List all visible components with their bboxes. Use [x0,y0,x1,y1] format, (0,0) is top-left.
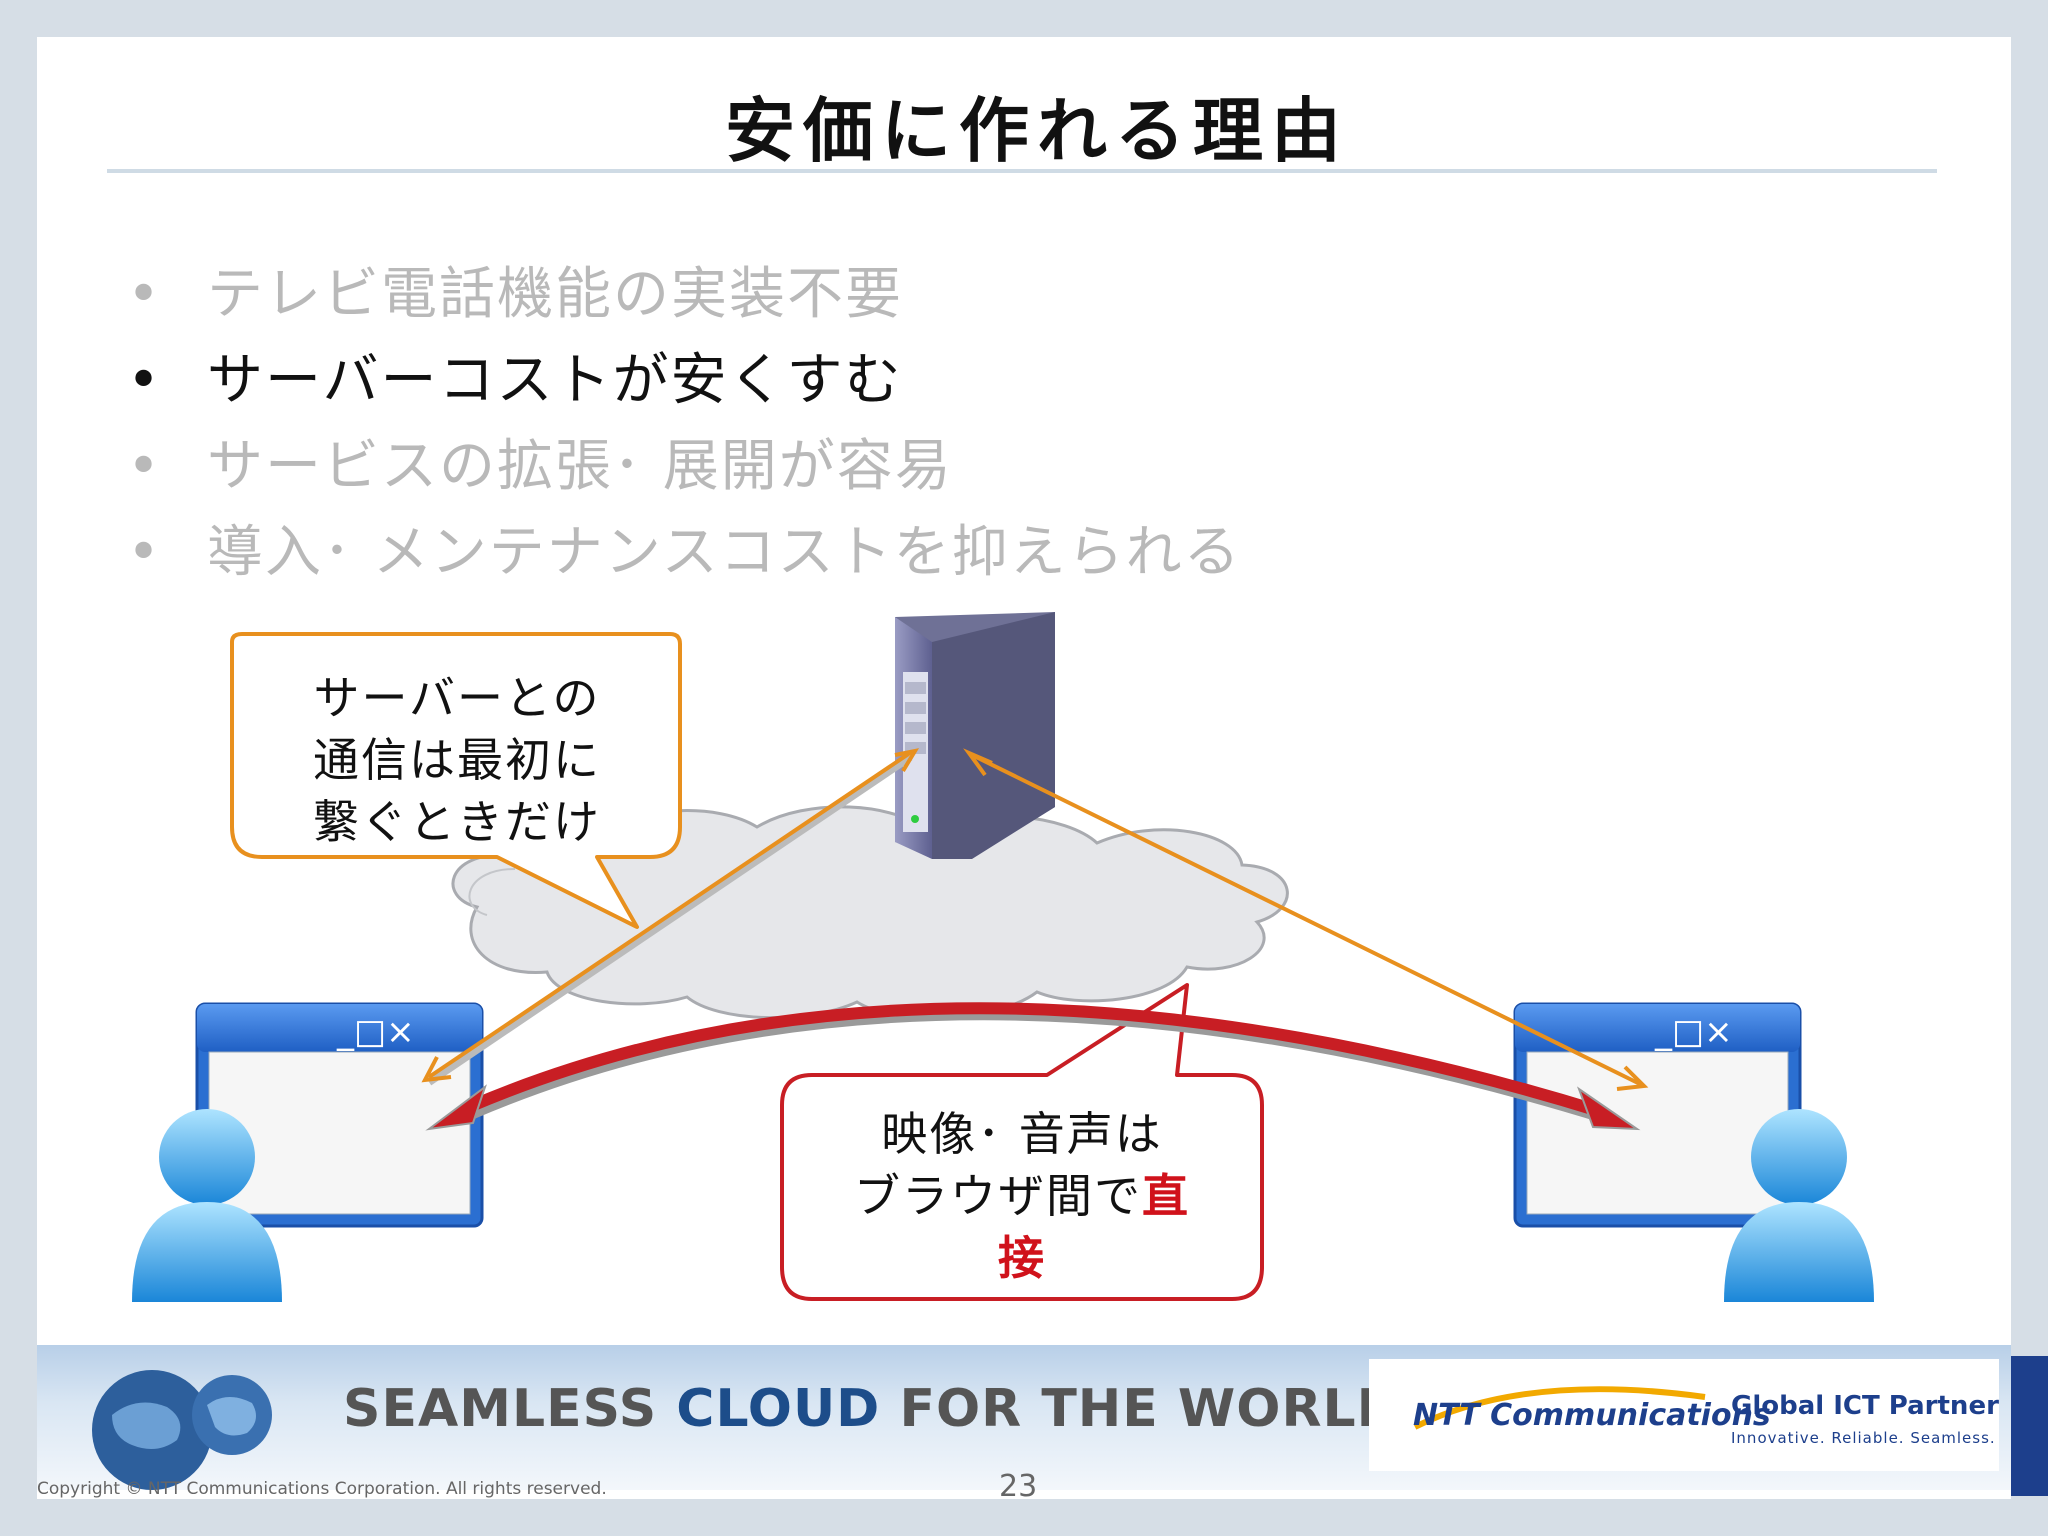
signaling-arrow-left [421,748,920,1086]
callout-right-plain: ブラウザ間で [854,1169,1142,1223]
callout-right-emphasis: 直 [1142,1169,1190,1223]
partner-subtitle: Innovative. Reliable. Seamless. [1731,1429,1996,1447]
slogan-part: FOR THE WORLD [880,1379,1401,1439]
media-arrow [425,1002,1641,1131]
callout-left-line: 繋ぐときだけ [313,795,601,849]
slide: 安価に作れる理由 • テレビ電話機能の実装不要 • サーバーコストが安くすむ • サー… [37,37,2011,1499]
bullet-symbol: • [127,262,163,327]
page-number: 23 [999,1469,1038,1499]
callout-right [780,983,1264,1301]
callout-left-line: 通信は最初に [313,733,601,787]
bullet-text: サービスの拡張･ 展開が容易 [207,434,953,499]
bullet-symbol: • [127,348,163,413]
bullet-symbol: • [127,520,163,585]
partner-title: Global ICT Partner [1731,1391,1999,1421]
globe-icon [92,1370,272,1490]
server-tower-icon [895,612,1055,859]
user-icon-left [132,1109,282,1302]
bullet-symbol: • [127,434,163,499]
window-controls-icon: _□× [336,1012,415,1052]
callout-right-line: 映像･ 音声は [881,1107,1163,1161]
ntt-logo-text: NTT Communications [1413,1398,1771,1433]
copyright-text: Copyright © NTT Communications Corporati… [37,1479,607,1499]
title-divider [107,169,1937,173]
side-accent-stripe [2011,1356,2048,1496]
bullet-text: 導入･ メンテナンスコストを抑えられる [207,520,1242,585]
footer-slogan: SEAMLESS CLOUD FOR THE WORLD [343,1379,1401,1439]
browser-window-right [1513,1002,1802,1228]
callout-left [230,632,682,929]
diagram-canvas: _□× _□× [132,612,1874,1302]
window-controls-icon: _□× [1654,1012,1733,1052]
user-icon-right [1724,1109,1874,1302]
slide-title: 安価に作れる理由 [725,90,1349,172]
bullet-item: • サービスの拡張･ 展開が容易 [127,421,953,502]
bullet-text: テレビ電話機能の実装不要 [207,262,903,327]
callout-right-text: 映像･ 音声は ブラウザ間で直 接 [792,1103,1252,1289]
logo-panel [1369,1359,1999,1471]
callout-right-emphasis: 接 [998,1231,1046,1285]
ntt-swoosh-icon [1413,1386,1706,1430]
bullet-item: • テレビ電話機能の実装不要 [127,249,903,330]
bullet-text: サーバーコストが安くすむ [207,348,903,413]
callout-left-text: サーバーとの 通信は最初に 繋ぐときだけ [242,667,672,853]
bullet-item-active: • サーバーコストが安くすむ [127,335,902,416]
bullet-item: • 導入･ メンテナンスコストを抑えられる [127,507,1242,588]
callout-left-line: サーバーとの [313,671,601,725]
slogan-highlight: CLOUD [676,1379,881,1439]
signaling-arrow-right [963,748,1649,1091]
slogan-part: SEAMLESS [343,1379,677,1439]
callout-right-line: ブラウザ間で直 [792,1165,1252,1227]
